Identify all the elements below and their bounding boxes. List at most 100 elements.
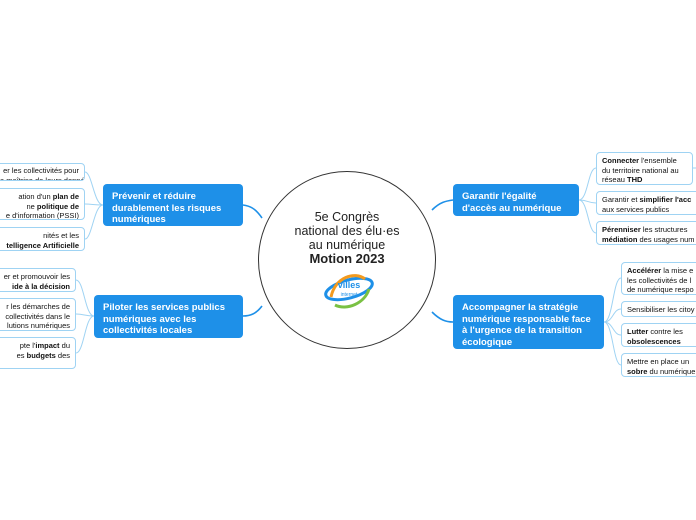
child-text-line: médiation des usages num <box>602 235 696 245</box>
branch-accompagner-strategie[interactable]: Accompagner la stratégie numérique respo… <box>453 295 604 349</box>
child-text: les structures <box>640 225 688 234</box>
child-text: Sensibiliser les citoy <box>627 305 695 314</box>
child-text-line: collectivités dans le <box>0 312 70 322</box>
child-text-line: sobre du numérique <box>627 367 696 377</box>
child-text-bold: obsolescences <box>627 336 681 346</box>
child-text: nités et les <box>43 231 79 240</box>
child-text-line: Lutter contre les <box>627 327 696 337</box>
branch-piloter-services[interactable]: Piloter les services publics numériques … <box>94 295 243 338</box>
child-connector <box>578 167 597 201</box>
logo-text-internet: internet <box>341 292 358 298</box>
child-text: r les démarches de <box>6 302 70 311</box>
child-connector <box>75 313 95 317</box>
child-text: contre les <box>648 327 683 336</box>
child-connector <box>578 199 597 234</box>
child-node[interactable]: r les démarches de collectivités dans le… <box>0 298 76 331</box>
child-text-bold: telligence Artificielle <box>6 240 79 250</box>
branch-connector <box>431 311 454 323</box>
child-text: l'ensemble <box>639 156 677 165</box>
child-connector <box>84 203 104 206</box>
child-text-bold: politique de <box>36 201 79 211</box>
central-subtitle: Motion 2023 <box>309 251 385 266</box>
child-text-bold: Connecter <box>602 156 640 165</box>
branch-connector <box>242 305 263 317</box>
child-text-line: Connecter l'ensemble <box>602 156 687 166</box>
child-text-line: réseau THD <box>602 175 687 184</box>
central-title-line: national des élu·es <box>294 224 400 238</box>
child-text-line: r les démarches de <box>0 302 70 312</box>
child-text-line: e d'information (PSSI) <box>0 211 79 220</box>
central-topic[interactable]: 5e Congrès national des élu·es au numéri… <box>258 171 436 349</box>
child-text: es <box>16 350 27 360</box>
child-text: e d'information (PSSI) <box>5 211 79 220</box>
child-text: Garantir et <box>602 195 640 204</box>
child-text-bold: budgets <box>26 350 56 360</box>
child-text: des usages num <box>637 234 695 244</box>
branch-label: Accompagner la stratégie numérique respo… <box>462 302 591 348</box>
child-connector <box>84 171 104 206</box>
child-text-line: ation d'un plan de <box>0 192 79 202</box>
child-text: Mettre en place un <box>627 357 690 366</box>
child-text: lutions numériques <box>7 321 70 330</box>
child-text-bold: simplifier l'acc <box>639 195 692 204</box>
child-text-bold: ide à la décision <box>12 281 70 291</box>
child-text-bold: sobre <box>627 366 648 376</box>
child-text-line: lutions numériques <box>0 321 70 330</box>
child-text-line: de numérique respo <box>627 285 696 294</box>
child-text-line: Pérenniser les structures <box>602 225 696 235</box>
branch-prevenir-risques[interactable]: Prévenir et réduire durablement les risq… <box>103 184 243 226</box>
child-text: des <box>55 350 70 360</box>
child-text-bold: Pérenniser <box>602 225 641 234</box>
child-text: ne <box>26 201 37 211</box>
child-text-line: telligence Artificielle <box>0 241 79 251</box>
child-text-line: er et promouvoir les <box>0 272 70 282</box>
child-text: a maîtrise de leurs données <box>0 175 85 181</box>
child-text: aux services publics <box>602 204 670 214</box>
child-text-bold: impact <box>35 341 60 350</box>
child-text-line: nités et les <box>0 231 79 241</box>
child-connector <box>603 308 622 323</box>
child-text-bold: médiation <box>602 234 638 244</box>
child-text-line: du territoire national au <box>602 166 687 176</box>
child-text: er les collectivités pour <box>3 166 79 175</box>
child-text: collectivités dans le <box>5 311 70 321</box>
child-text-line: Garantir et simplifier l'acc <box>602 195 696 205</box>
child-text: réseau <box>602 175 628 184</box>
child-text-bold: Accélérer <box>627 266 662 275</box>
child-text-bold: Lutter <box>627 327 649 336</box>
branch-garantir-egalite[interactable]: Garantir l'égalité d'accès au numérique <box>453 184 579 216</box>
child-text: les collectivités de l <box>627 275 692 285</box>
branch-label: Piloter les services publics numériques … <box>103 302 225 336</box>
child-text-line: les collectivités de l <box>627 276 696 286</box>
child-connector <box>603 321 622 366</box>
branch-connector <box>431 199 454 211</box>
child-text-line: es budgets des <box>0 351 70 361</box>
child-node[interactable]: Sensibiliser les citoy <box>621 301 696 317</box>
child-text: la mise e <box>661 266 694 275</box>
child-text: er et promouvoir les <box>3 272 70 281</box>
child-text-line: aux services publics <box>602 205 696 215</box>
branch-label: Garantir l'égalité d'accès au numérique <box>462 191 562 214</box>
villes-internet-logo: villes internet <box>324 274 374 309</box>
child-connector <box>84 204 104 240</box>
branch-connector <box>242 204 263 219</box>
child-text-bold: THD <box>627 175 643 184</box>
logo-text-villes: villes <box>338 280 361 290</box>
child-text-line: ide à la décision <box>0 282 70 292</box>
child-text: de numérique respo <box>627 285 694 294</box>
child-text: du numérique <box>647 366 696 376</box>
child-connector <box>75 279 95 317</box>
branch-label: Prévenir et réduire durablement les risq… <box>112 191 222 225</box>
